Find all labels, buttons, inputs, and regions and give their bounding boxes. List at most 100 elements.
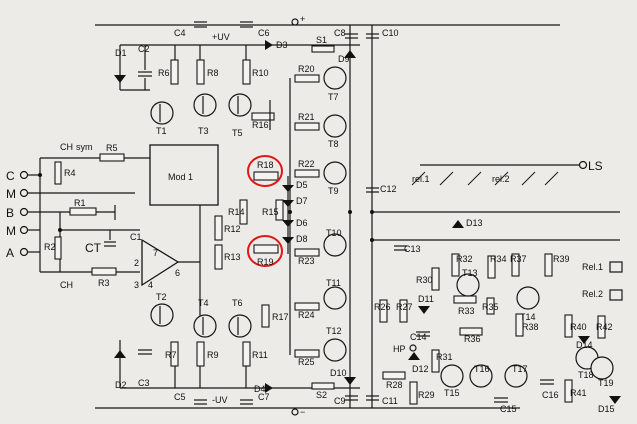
label-t15: T15 (444, 388, 460, 398)
label-r22: R22 (298, 159, 315, 169)
mod1-block (149, 144, 219, 206)
label-pin2: 2 (134, 258, 139, 268)
label-t16: T16 (474, 364, 490, 374)
label-pin6: 6 (175, 268, 180, 278)
label-c11: C11 (382, 396, 398, 406)
terminal-hp[interactable] (409, 344, 417, 352)
highlight-r19 (247, 235, 283, 267)
resistor-r40 (564, 314, 573, 338)
resistor-r17 (261, 304, 270, 328)
resistor-r42 (597, 315, 606, 339)
terminal-c[interactable] (19, 170, 29, 180)
label-ct: CT (85, 241, 102, 255)
terminal-m1[interactable] (19, 188, 29, 198)
label-r5: R5 (106, 143, 118, 153)
resistor-r33 (453, 295, 477, 304)
resistor-r24 (294, 302, 320, 311)
label-c14: C14 (410, 332, 427, 342)
label-t12: T12 (326, 326, 342, 336)
label-r41: R41 (570, 388, 587, 398)
terminal-m2[interactable] (19, 225, 29, 235)
transistor-t5 (228, 93, 252, 117)
label-c9: C9 (334, 396, 346, 406)
junction-dot (38, 173, 42, 177)
rel2-contact-b (521, 171, 536, 186)
mosfet-t10 (323, 233, 347, 257)
label-t19: T19 (598, 378, 614, 388)
resistor-r15 (275, 199, 284, 221)
resistor-r10 (242, 59, 251, 85)
label-c4: C4 (174, 28, 186, 38)
label-d13: D13 (466, 218, 483, 228)
label-r17: R17 (272, 312, 289, 322)
opamp-triangle (141, 238, 180, 287)
rel2-contact-a (494, 171, 509, 186)
label-c2: C2 (138, 44, 150, 54)
label-s1: S1 (316, 35, 327, 45)
label-r29: R29 (418, 390, 435, 400)
label-r16: R16 (252, 120, 269, 130)
terminal-plus[interactable] (291, 18, 299, 26)
label-t2: T2 (156, 292, 167, 302)
label-hp: HP (393, 344, 406, 354)
label-r11: R11 (252, 350, 268, 360)
transistor-t13 (456, 273, 480, 297)
rel1-contact-c (467, 171, 482, 186)
label-pin4: 4 (148, 280, 153, 290)
highlight-r18 (247, 155, 283, 187)
relay-coil-rel12 (609, 289, 623, 301)
label-r4: R4 (64, 168, 76, 178)
label-r8: R8 (207, 68, 219, 78)
label-rel2: rel.2 (492, 174, 510, 184)
label-d3: D3 (276, 40, 288, 50)
label-r39: R39 (553, 254, 570, 264)
label-r24: R24 (298, 310, 315, 320)
resistor-r41 (564, 379, 573, 403)
d11-diode (418, 306, 430, 314)
resistor-r9 (196, 341, 205, 367)
label-rel12: Rel.2 (582, 289, 603, 299)
label-d10: D10 (330, 368, 347, 378)
label-m2: M (6, 224, 16, 238)
transistor-t3 (193, 93, 217, 117)
terminal-minus[interactable] (291, 408, 299, 416)
label-r40: R40 (570, 322, 587, 332)
resistor-r29 (409, 381, 418, 405)
label-r34: R34 (490, 254, 507, 264)
terminal-b[interactable] (19, 207, 29, 217)
resistor-r28 (382, 371, 406, 380)
label-c: C (6, 169, 15, 183)
label-b: B (6, 206, 14, 220)
label-d4: D4 (254, 384, 266, 394)
resistor-r31 (431, 349, 440, 373)
label-r31: R31 (436, 352, 453, 362)
mosfet-t11 (323, 286, 347, 310)
resistor-r13 (214, 244, 223, 270)
label-r14: R14 (228, 207, 245, 217)
label-r35: R35 (482, 302, 499, 312)
label-r26: R26 (374, 302, 391, 312)
label-t18: T18 (578, 370, 594, 380)
terminal-a[interactable] (19, 247, 29, 257)
label-d6: D6 (296, 218, 308, 228)
label-t14: T14 (520, 312, 536, 322)
terminal-ls[interactable] (578, 160, 588, 170)
d13-diode (452, 220, 464, 228)
resistor-r37 (511, 253, 520, 277)
d9-diode (344, 50, 356, 58)
label-d15: D15 (598, 404, 615, 414)
label-d12: D12 (412, 364, 429, 374)
junction-dot (370, 210, 374, 214)
label-sym: sym (76, 142, 93, 152)
resistor-r18 (253, 171, 279, 181)
label-c15: C15 (500, 404, 517, 414)
transistor-t17 (504, 364, 528, 388)
junction-dot (348, 210, 352, 214)
label-d5: D5 (296, 180, 308, 190)
resistor-r30 (431, 267, 440, 291)
label-r10: R10 (252, 68, 269, 78)
label-t7: T7 (328, 92, 339, 102)
transistor-t14 (516, 286, 540, 310)
label-d14: D14 (576, 340, 593, 350)
label-rel1: rel.1 (412, 174, 430, 184)
